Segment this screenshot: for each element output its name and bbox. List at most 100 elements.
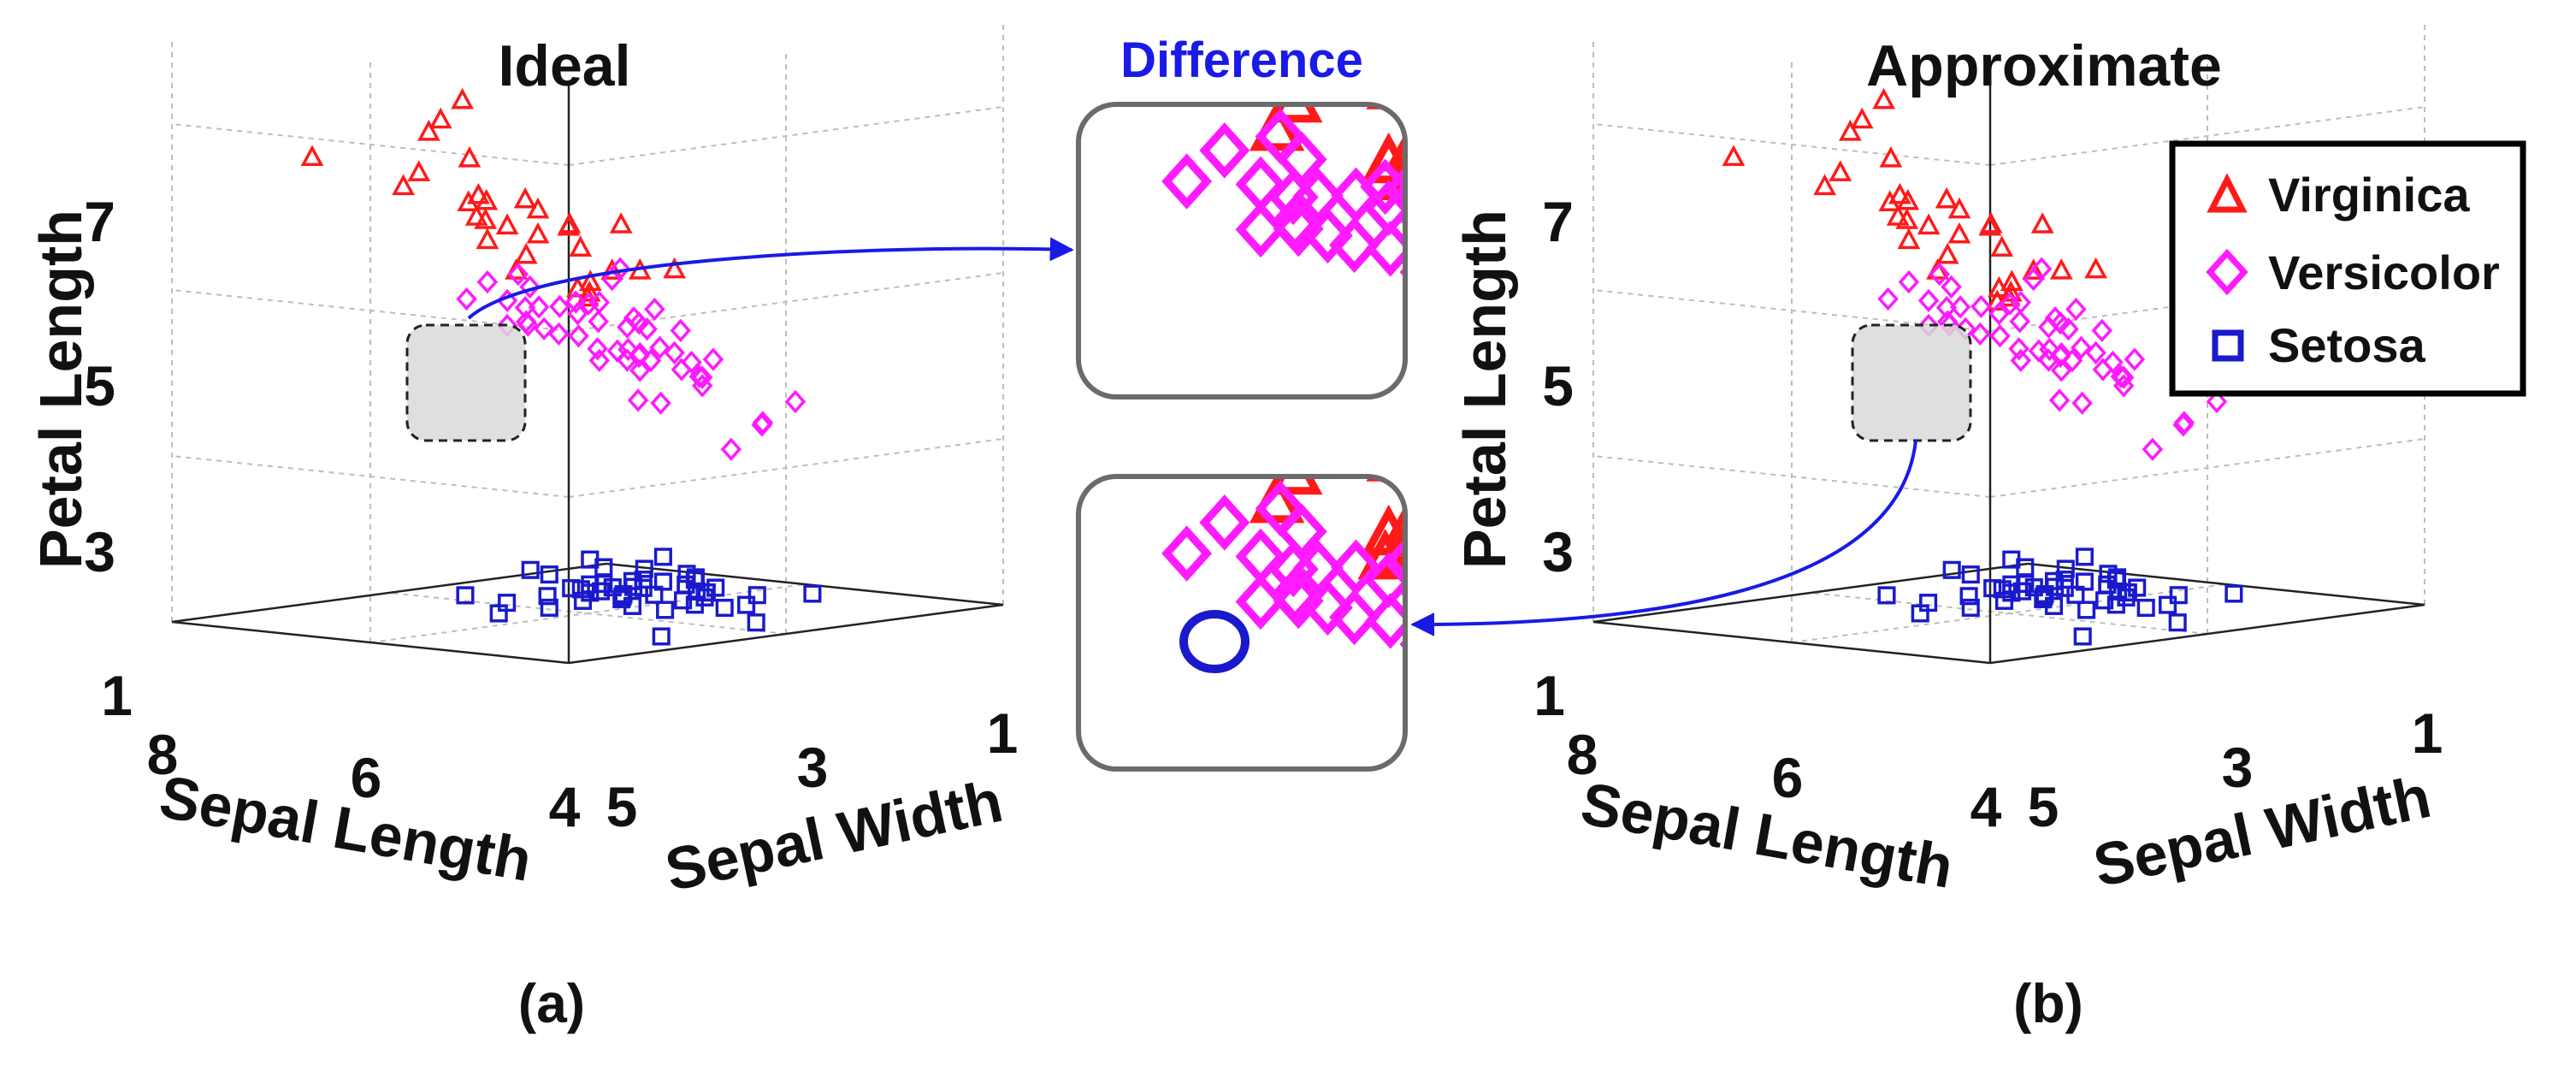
versicolor-point xyxy=(2065,297,2087,322)
x-tick-label: 4 xyxy=(549,775,581,838)
grid-line xyxy=(606,562,1004,607)
virginica-point xyxy=(1897,228,1921,250)
virginica-point xyxy=(1896,188,1920,210)
versicolor-point xyxy=(2071,335,2092,359)
virginica-point xyxy=(1384,493,1405,544)
virginica-point xyxy=(1886,204,1910,226)
versicolor-point xyxy=(1302,579,1353,636)
setosa-point xyxy=(2002,550,2021,569)
setosa-point xyxy=(635,559,653,578)
setosa-point xyxy=(1919,594,1938,612)
x-axis-label: Sepal Length xyxy=(1576,770,1958,901)
setosa-point xyxy=(652,627,671,646)
versicolor-point xyxy=(1161,525,1213,582)
setosa-point xyxy=(1983,579,2002,598)
versicolor-point xyxy=(1255,480,1306,537)
setosa-point xyxy=(697,583,716,602)
y-tick-label: 3 xyxy=(797,736,829,799)
versicolor-point xyxy=(2112,365,2135,389)
virginica-point xyxy=(2049,257,2073,280)
virginica-point xyxy=(2000,269,2024,291)
setosa-point xyxy=(1877,586,1896,605)
virginica-point xyxy=(1829,160,1852,181)
virginica-point xyxy=(407,160,431,181)
setosa-point xyxy=(498,594,517,612)
x-tick-label: 6 xyxy=(1772,746,1804,809)
virginica-point xyxy=(1267,476,1323,495)
setosa-point xyxy=(656,601,675,619)
versicolor-point xyxy=(1199,494,1250,551)
versicolor-point xyxy=(1941,275,1962,299)
versicolor-point xyxy=(2030,257,2053,281)
versicolor-point xyxy=(507,262,529,287)
x-tick-label: 8 xyxy=(147,723,179,786)
grid-line xyxy=(1592,620,1991,665)
setosa-point xyxy=(2077,601,2096,619)
versicolor-point xyxy=(588,310,609,334)
versicolor-point xyxy=(627,388,649,412)
versicolor-point xyxy=(628,311,650,335)
versicolor-point xyxy=(2008,337,2029,361)
inset-ideal-zoom xyxy=(1076,102,1408,399)
setosa-point xyxy=(1961,598,1980,617)
setosa-point xyxy=(540,598,558,617)
virginica-point xyxy=(1384,121,1405,172)
versicolor-point xyxy=(548,322,570,346)
difference-circle xyxy=(1179,610,1250,673)
square-marker-icon xyxy=(2212,329,2244,362)
setosa-point xyxy=(540,565,558,584)
setosa-point xyxy=(803,584,822,603)
versicolor-point xyxy=(2091,318,2113,343)
arrow-ideal-to-inset xyxy=(467,237,1074,320)
versicolor-point xyxy=(664,340,685,365)
versicolor-point xyxy=(609,257,631,281)
versicolor-point xyxy=(1403,159,1405,216)
grid-line xyxy=(1592,562,2029,624)
difference-title: Difference xyxy=(1120,33,1363,88)
setosa-point xyxy=(645,585,664,604)
virginica-point xyxy=(1267,104,1323,123)
virginica-point xyxy=(474,208,498,229)
virginica-point xyxy=(495,213,519,235)
z-tick-label: 3 xyxy=(84,520,115,583)
virginica-point xyxy=(1879,145,1903,168)
setosa-point xyxy=(695,588,714,607)
z-tick-label: 7 xyxy=(84,190,115,253)
setosa-point xyxy=(1961,565,1980,584)
panel-approximate: Approximate 7 5 3 1 8 6 4 5 3 1 Petal Le… xyxy=(1451,24,2526,1034)
versicolor-point xyxy=(2010,348,2032,373)
versicolor-point xyxy=(2102,350,2124,375)
z-tick-label: 5 xyxy=(1542,354,1574,417)
virginica-point xyxy=(1366,104,1405,109)
grid-line xyxy=(171,562,607,624)
versicolor-point xyxy=(2173,411,2195,435)
setosa-point xyxy=(1959,587,1978,606)
versicolor-point xyxy=(670,318,692,343)
versicolor-point xyxy=(1235,528,1286,585)
versicolor-point xyxy=(644,297,665,322)
z-tick-label: 1 xyxy=(101,664,133,727)
versicolor-point xyxy=(519,275,541,299)
virginica-point xyxy=(663,257,686,279)
virginica-point xyxy=(1947,197,1971,219)
versicolor-point xyxy=(588,348,611,373)
virginica-point xyxy=(1813,174,1836,196)
legend-label: Virginica xyxy=(2268,168,2470,222)
setosa-point xyxy=(1942,560,1961,579)
z-axis-label: Petal Length xyxy=(27,210,94,569)
versicolor-point xyxy=(1331,539,1381,595)
versicolor-point xyxy=(1898,269,1920,294)
x-axis-label: Sepal Length xyxy=(155,763,536,894)
versicolor-point xyxy=(476,269,499,294)
virginica-point xyxy=(451,87,474,109)
virginica-point xyxy=(428,107,452,129)
versicolor-point xyxy=(2112,374,2135,398)
versicolor-point xyxy=(1929,262,1951,287)
virginica-point xyxy=(1888,182,1911,204)
setosa-point xyxy=(2066,585,2085,604)
versicolor-point xyxy=(688,364,711,388)
versicolor-point xyxy=(1989,324,2011,348)
versicolor-point xyxy=(2058,317,2079,341)
setosa-point xyxy=(2098,575,2117,594)
